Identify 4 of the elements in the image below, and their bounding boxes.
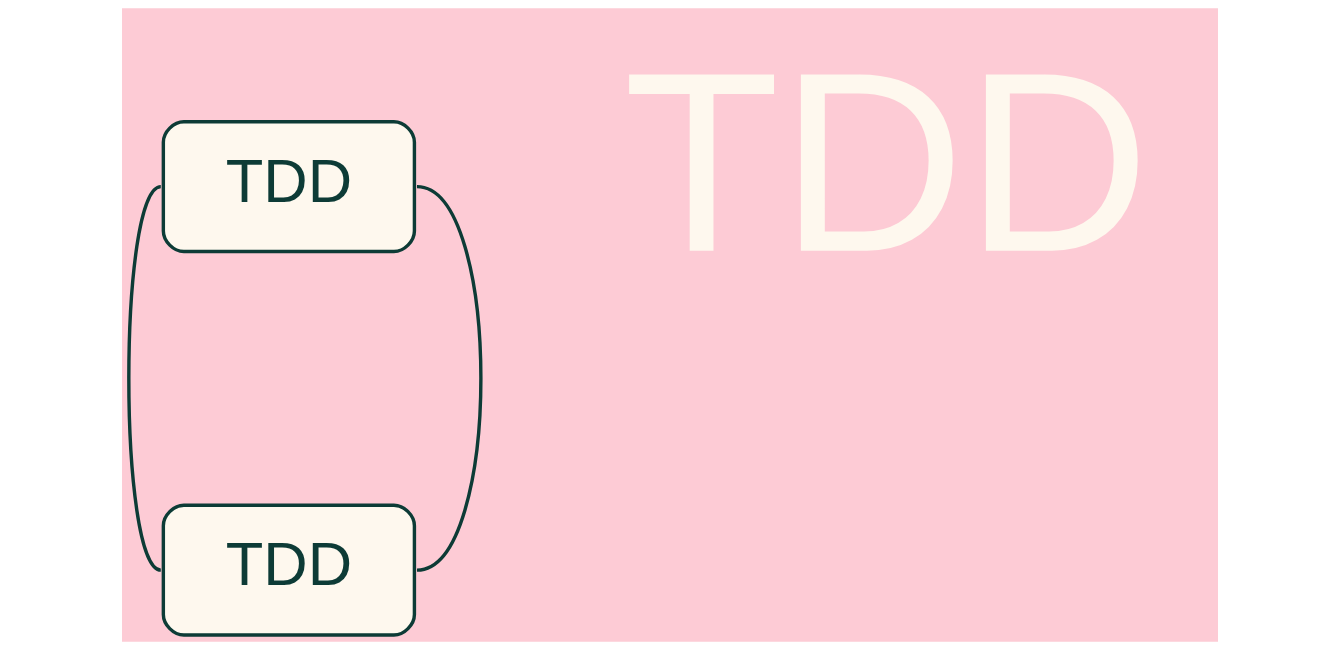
connector: [127, 185, 162, 572]
connector: [416, 185, 483, 572]
node-box: TDD: [161, 503, 417, 637]
node-box: TDD: [161, 120, 417, 254]
